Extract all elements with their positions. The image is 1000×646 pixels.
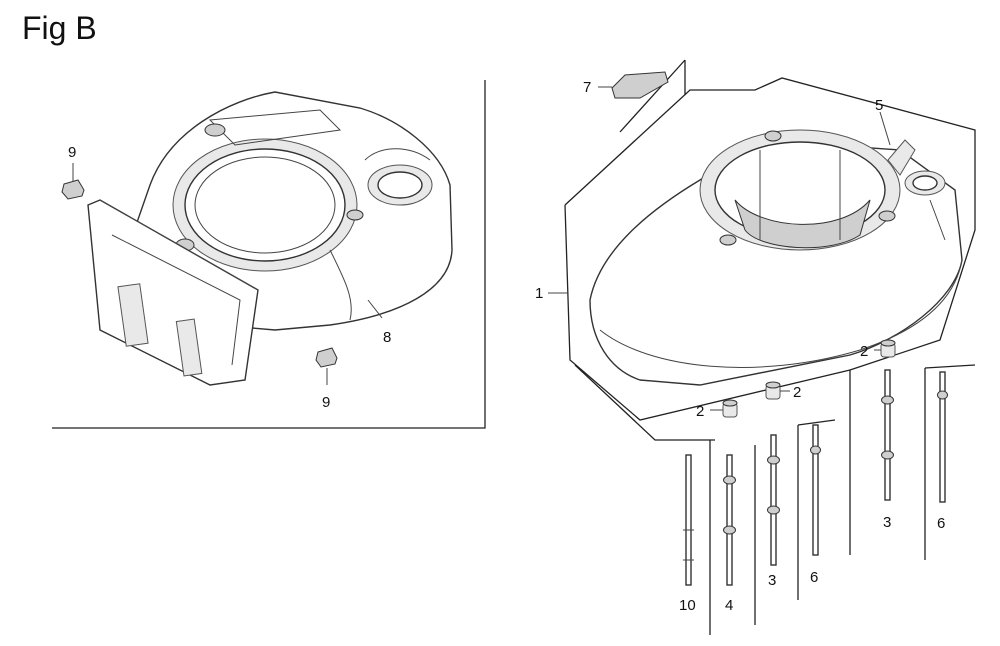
clip-part-9-lower	[315, 347, 338, 385]
callout-1: 1	[535, 285, 543, 302]
separator-lines	[709, 364, 976, 635]
callout-3-upper: 3	[883, 514, 891, 531]
leader-lines	[548, 86, 891, 411]
cover-part-8	[87, 91, 453, 386]
collar-part-2-right	[880, 339, 896, 358]
callout-4: 4	[725, 597, 733, 614]
collar-part-2-left	[722, 399, 738, 418]
callout-6-upper: 6	[937, 515, 945, 532]
callout-2-left: 2	[696, 403, 704, 420]
bracket-part-7	[611, 71, 669, 99]
figure-title: Fig B	[22, 10, 97, 46]
callout-8: 8	[383, 329, 391, 346]
callout-5: 5	[875, 97, 883, 114]
bolt-part-3-lower	[767, 434, 780, 566]
callout-9-lower: 9	[322, 394, 330, 411]
callout-2-middle: 2	[793, 384, 801, 401]
callout-7: 7	[583, 79, 591, 96]
clip-part-9-upper	[61, 163, 85, 200]
callout-2-right: 2	[860, 343, 868, 360]
callout-6-lower: 6	[810, 569, 818, 586]
leader-8	[367, 299, 383, 319]
bolt-part-6-lower	[810, 424, 821, 556]
right-group-frame	[564, 59, 976, 441]
callout-9-upper: 9	[68, 144, 76, 161]
bolt-part-10	[683, 454, 694, 586]
collar-part-2-middle	[765, 381, 781, 400]
callout-10: 10	[679, 597, 696, 614]
fan-cover-part-1	[589, 129, 963, 386]
bolt-part-4	[723, 454, 736, 586]
left-group-frame	[52, 80, 486, 429]
bolt-part-6-upper	[937, 371, 948, 503]
callout-3-lower: 3	[768, 572, 776, 589]
bolt-part-3-upper	[881, 369, 894, 501]
